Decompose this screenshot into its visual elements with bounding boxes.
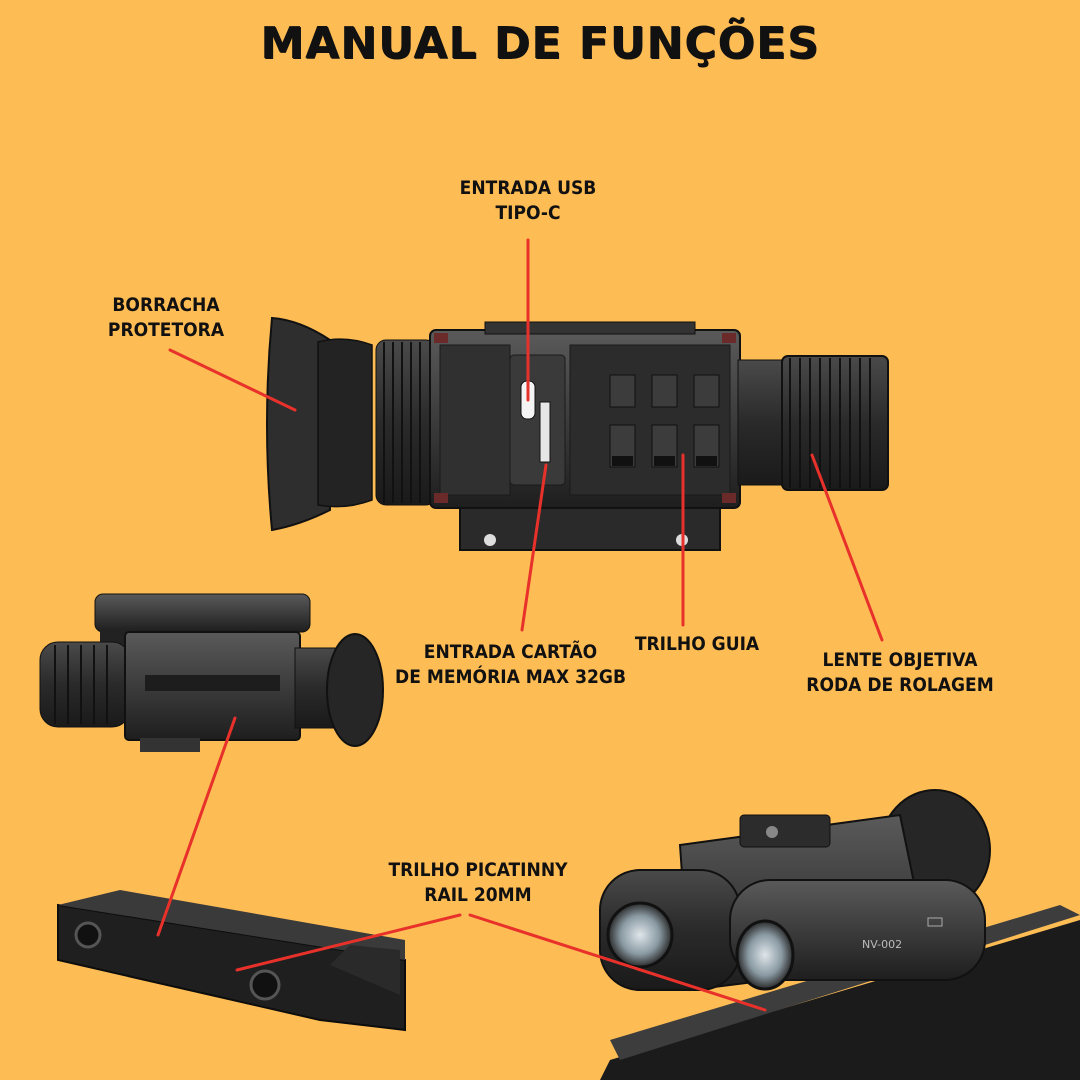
flashlight-lens — [735, 919, 795, 991]
pointer-lens — [810, 453, 884, 642]
picatinny-rail-bracket — [57, 890, 406, 1032]
label-rail: TRILHO GUIA — [634, 633, 760, 655]
pointer-side-to-bracket — [156, 716, 237, 937]
mounted-scope: NV-002 — [599, 789, 1080, 1080]
device-model-label: NV-002 — [862, 938, 902, 951]
eyecup — [266, 316, 331, 532]
side-scope — [39, 593, 384, 752]
objective-lens — [606, 901, 674, 969]
main-scope — [266, 316, 889, 551]
page-title: MANUAL DE FUNÇÕES — [260, 18, 820, 69]
pointer-picatinny-right — [468, 913, 767, 1012]
sd-slot — [539, 401, 551, 463]
pointer-picatinny-left — [235, 913, 462, 972]
pointer-lines — [156, 238, 884, 1012]
pointer-card — [520, 463, 548, 632]
pointer-rubber — [168, 348, 297, 412]
